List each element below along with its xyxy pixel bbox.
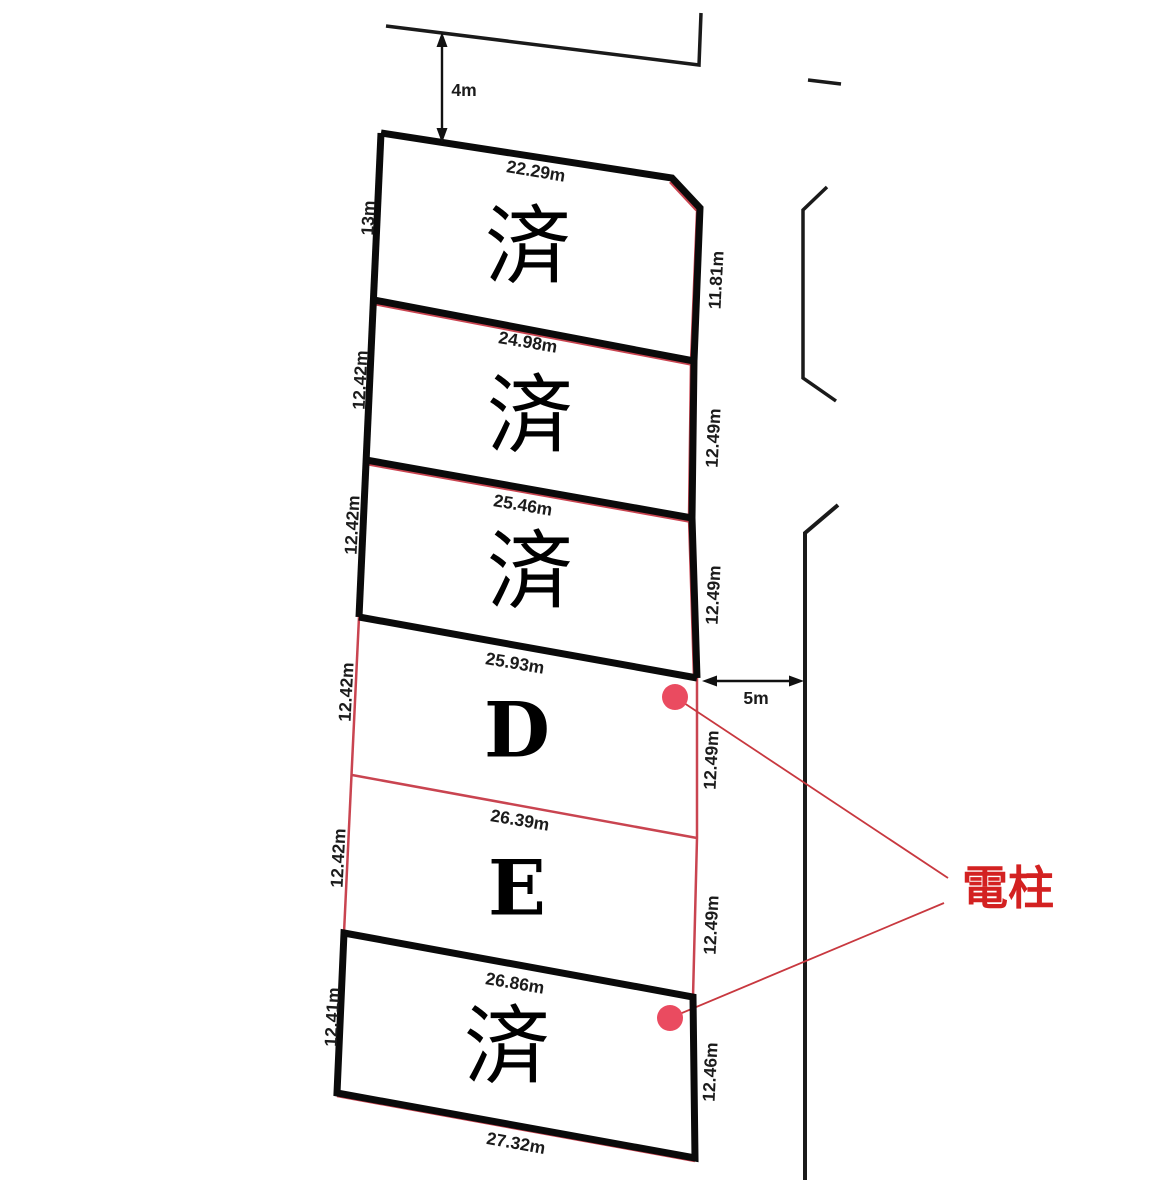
plot-2-status-label: 済 xyxy=(487,368,573,464)
plot-6-left-dim: 12.41m xyxy=(320,987,343,1047)
plot-e-left-dim: 12.42m xyxy=(326,828,349,888)
left-dimension-labels: 13m 12.42m 12.42m 12.42m 12.42m 12.41m xyxy=(320,200,378,1047)
red-underlay-divider-2 xyxy=(365,462,693,524)
plot-3-left-dim: 12.42m xyxy=(340,495,363,555)
road-edge-top xyxy=(385,12,703,67)
plot-6-right-dim: 12.46m xyxy=(698,1042,721,1102)
plot-e-label: E xyxy=(488,844,546,933)
red-underlay-divider-1 xyxy=(373,302,695,367)
arrow-right-icon xyxy=(789,675,804,687)
utility-pole-leader-2 xyxy=(669,902,945,1019)
plot-2-right-dim: 12.49m xyxy=(701,408,724,468)
plot-divider-1 xyxy=(373,296,695,365)
sold-plot-borders xyxy=(333,129,704,1163)
plot-6-top-dim: 26.86m xyxy=(484,968,546,998)
parcel-left-edge-sold xyxy=(355,132,385,618)
arrow-up-icon xyxy=(436,32,448,47)
offset-arrow-4m: 4m xyxy=(436,32,477,143)
plot-2-left-dim: 12.42m xyxy=(348,350,371,410)
plot-1-right-dim: 11.81m xyxy=(704,250,727,309)
plot-divider-2 xyxy=(365,456,693,522)
plot-divider-d-e xyxy=(351,773,698,840)
arrow-left-icon xyxy=(702,675,717,687)
plot-d-top-dim: 25.93m xyxy=(484,648,546,678)
road-edge-right xyxy=(803,503,840,1180)
plot-e-right-dim: 12.49m xyxy=(699,895,722,955)
available-plot-boundaries xyxy=(342,616,699,998)
plot-6-status-label: 済 xyxy=(464,999,550,1095)
offset-4m-label: 4m xyxy=(451,80,476,100)
road-edge-upper-right xyxy=(801,185,838,403)
plot-d-left-dim: 12.42m xyxy=(334,662,357,722)
plot-divider-3 xyxy=(358,613,698,682)
parcel-top-and-right-edge xyxy=(380,129,704,679)
arrow-down-icon xyxy=(436,128,448,143)
utility-pole-dot-1 xyxy=(662,684,688,710)
plot-de-left-edge xyxy=(342,616,361,934)
plot-status-labels: 済 済 済 D E 済 xyxy=(464,199,573,1095)
utility-pole-label: 電柱 xyxy=(962,862,1054,914)
utility-pole-dot-2 xyxy=(657,1005,683,1031)
plot-3-right-dim: 12.49m xyxy=(701,565,724,625)
utility-pole-leader-1 xyxy=(674,696,949,879)
plot-1-status-label: 済 xyxy=(485,199,571,295)
road-dash-top-right xyxy=(807,78,842,86)
plot-d-label: D xyxy=(484,686,550,775)
plot-d-right-dim: 12.49m xyxy=(699,730,722,790)
offset-5m-label: 5m xyxy=(743,688,768,708)
red-underlay-chamfer xyxy=(669,181,699,213)
plot-1-left-dim: 13m xyxy=(357,200,379,236)
right-dimension-labels: 11.81m 12.49m 12.49m 12.49m 12.49m 12.46… xyxy=(698,250,727,1102)
plot-6-outline xyxy=(333,928,699,1163)
plot-3-status-label: 済 xyxy=(487,524,573,620)
offset-arrow-5m: 5m xyxy=(702,675,804,708)
